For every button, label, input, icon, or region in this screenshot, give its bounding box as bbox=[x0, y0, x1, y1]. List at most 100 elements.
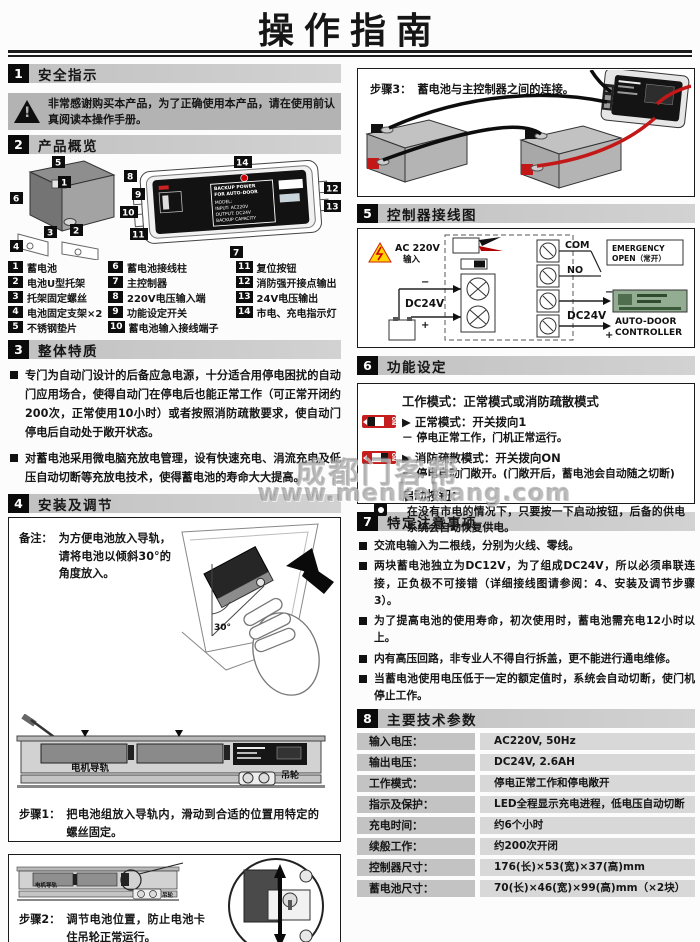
battery-wiring-illustration bbox=[365, 70, 691, 189]
legend-num: 5 bbox=[8, 321, 23, 333]
page-title: 操作指南 bbox=[257, 11, 442, 52]
step3-box: 步骤3： 蓄电池与主控制器之间的连接。 bbox=[357, 68, 695, 197]
spec-row: 输入电压：AC220V, 50Hz bbox=[357, 733, 695, 751]
legend-label: 220V电压输入端 bbox=[127, 293, 206, 305]
feature-text: 对蓄电池采用微电脑充放电管理，设有快速充电、涓流充电及低压自动切断等充放电技术，… bbox=[25, 452, 341, 485]
step2-label: 步骤2： bbox=[19, 913, 61, 927]
legend-label: 功能设定开关 bbox=[127, 308, 187, 320]
fire-mode-desc: － 停电自动门敞开。(门敞开后，蓄电池会自动随之切断) bbox=[402, 467, 675, 481]
minus-right: − bbox=[605, 287, 613, 298]
safety-warning-text: 非常感谢购买本产品，为了正确使用本产品，请在使用前认真阅读本操作手册。 bbox=[48, 96, 335, 126]
legend-label: 主控制器 bbox=[127, 278, 167, 290]
warning-triangle-icon bbox=[14, 100, 40, 123]
tag-11: 11 bbox=[132, 231, 145, 241]
section-1-title: 安全指示 bbox=[38, 67, 98, 84]
spec-label: 控制器尺寸： bbox=[357, 859, 475, 877]
bullet-square-icon bbox=[10, 454, 18, 463]
notes-list: 交流电输入为二根线，分别为火线、零线。 两块蓄电池独立为DC12V，为了组成DC… bbox=[357, 537, 695, 704]
features-list: 专门为自动门设计的后备应急电源，十分适合用停电困扰的自动门应用场合，使得自动门在… bbox=[8, 366, 341, 487]
step2: 步骤2： 调节电池位置，防止电池卡住吊轮正常运行。 bbox=[19, 911, 205, 942]
section-6-title: 功能设定 bbox=[387, 359, 447, 376]
feature-bullet: 对蓄电池采用微电脑充放电管理，设有快速充电、涓流充电及低压自动切断等充放电技术，… bbox=[8, 449, 341, 487]
tag-1: 1 bbox=[61, 179, 67, 189]
legend-num: 1 bbox=[8, 261, 23, 273]
battery-2-drawing bbox=[519, 125, 623, 189]
fire-mode-title: ▶ 消防疏散模式：开关拨向ON bbox=[402, 451, 561, 466]
spec-table: 输入电压：AC220V, 50Hz 输出电压：DC24V, 2.6AH 工作模式… bbox=[357, 733, 695, 898]
legend-label: 复位按钮 bbox=[256, 263, 297, 275]
section-4-number: 4 bbox=[8, 494, 29, 514]
rail-label-2: 电机导轨 bbox=[35, 881, 58, 889]
dc24v-right-label: DC24V bbox=[567, 310, 607, 322]
spec-label: 续般工作： bbox=[357, 838, 475, 856]
left-column: 1 安全指示 非常感谢购买本产品，为了正确使用本产品，请在使用前认真阅读本操作手… bbox=[8, 64, 341, 942]
legend-num: 7 bbox=[108, 276, 123, 288]
electric-warning-icon bbox=[368, 242, 392, 263]
emergency-line2: OPEN（常开） bbox=[612, 253, 666, 263]
feature-bullet: 专门为自动门设计的后备应急电源，十分适合用停电困扰的自动门应用场合，使得自动门在… bbox=[8, 366, 341, 442]
product-overview-illustration: BACKUP POWER FOR AUTO-DOOR MODEL: INPUT:… bbox=[10, 156, 341, 260]
section-7-header: 7 特定注意事项 bbox=[357, 512, 695, 532]
tag-10: 10 bbox=[122, 209, 135, 219]
legend-item: 1 蓄电池 bbox=[8, 261, 108, 275]
note-text: 为了提高电池的使用寿命，初次使用时，蓄电池需充电12小时以上。 bbox=[374, 614, 695, 645]
step3-label: 步骤3： bbox=[370, 83, 412, 96]
normal-mode-desc: － 停电正常工作，门机正常运行。 bbox=[402, 431, 568, 444]
controller-wiring-diagram: AC 220V 输入 − D bbox=[368, 234, 688, 341]
bullet-square-icon bbox=[359, 654, 367, 663]
note-text: 当蓄电池使用电压低于一定的额定值时，系统会自动切断，使门机停止工作。 bbox=[374, 671, 695, 703]
right-column: 步骤3： 蓄电池与主控制器之间的连接。 bbox=[357, 64, 695, 901]
legend-label: 蓄电池 bbox=[27, 263, 57, 275]
bullet-square-icon bbox=[359, 617, 367, 626]
step1-label: 步骤1： bbox=[19, 808, 61, 822]
legend-label: 电池固定支架×2 bbox=[27, 308, 103, 320]
tag-14: 14 bbox=[236, 159, 249, 169]
install-step2-box: 电机导轨 吊轮 步骤2： bbox=[8, 854, 341, 942]
spec-label: 工作模式： bbox=[357, 775, 475, 793]
legend-label: 蓄电池接线柱 bbox=[127, 263, 187, 275]
switch-knob bbox=[381, 453, 388, 463]
note-bullet: 交流电输入为二根线，分别为火线、零线。 bbox=[357, 537, 695, 554]
rail-label: 电机导轨 bbox=[71, 762, 110, 774]
rail-illustration: 电机导轨 吊轮 bbox=[16, 714, 326, 789]
note-text: 交流电输入为二根线，分别为火线、零线。 bbox=[374, 539, 580, 552]
spec-value: AC220V, 50Hz bbox=[480, 733, 695, 751]
bullet-square-icon bbox=[359, 542, 367, 550]
spec-row: 控制器尺寸：176(长)×53(宽)×37(高)mm bbox=[357, 859, 695, 877]
panel-line2: FOR AUTO-DOOR bbox=[214, 189, 258, 198]
section-6-number: 6 bbox=[357, 356, 378, 375]
switch-arrow-icon bbox=[363, 454, 367, 461]
tag-3: 3 bbox=[47, 229, 53, 239]
no-label: NO bbox=[567, 265, 583, 276]
spec-row: 输出电压：DC24V, 2.6AH bbox=[357, 754, 695, 772]
step1: 步骤1： 把电池组放入导轨内，滑动到合适的位置用特定的螺丝固定。 bbox=[19, 806, 319, 841]
note1-text: 为方便电池放入导轨，请将电池以倾斜30°的角度放入。 bbox=[58, 532, 171, 580]
minus-left: − bbox=[421, 277, 429, 288]
normal-mode-title: ▶ 正常模式：开关拨向1 bbox=[402, 415, 527, 429]
legend-num: 8 bbox=[108, 291, 123, 303]
switch-arrow-icon bbox=[363, 418, 367, 425]
adjustment-detail-magnifier bbox=[228, 858, 324, 942]
tag-5: 5 bbox=[55, 159, 61, 169]
section-6-header: 6 功能设定 bbox=[357, 356, 695, 376]
spec-value: 70(长)×46(宽)×99(高)mm（×2块） bbox=[480, 880, 695, 898]
battery-1-drawing bbox=[365, 119, 469, 183]
section-1-header: 1 安全指示 bbox=[8, 64, 341, 84]
spec-label: 蓄电池尺寸： bbox=[357, 880, 475, 898]
section-8-header: 8 主要技术参数 bbox=[357, 709, 695, 729]
start-button-title: 启动按钮： bbox=[402, 489, 464, 504]
install-step1-box: 备注： 为方便电池放入导轨，请将电池以倾斜30°的角度放入。 30° bbox=[8, 517, 341, 843]
spec-label: 输出电压： bbox=[357, 754, 475, 772]
legend-num: 11 bbox=[236, 261, 253, 273]
switch-on-label: ON bbox=[389, 416, 396, 426]
output-terminals bbox=[536, 239, 560, 338]
note-bullet: 为了提高电池的使用寿命，初次使用时，蓄电池需充电12小时以上。 bbox=[357, 612, 695, 647]
section-5-header: 5 控制器接线图 bbox=[357, 204, 695, 224]
section-8-number: 8 bbox=[357, 709, 378, 729]
spec-row: 续般工作：约200次开闭 bbox=[357, 838, 695, 856]
